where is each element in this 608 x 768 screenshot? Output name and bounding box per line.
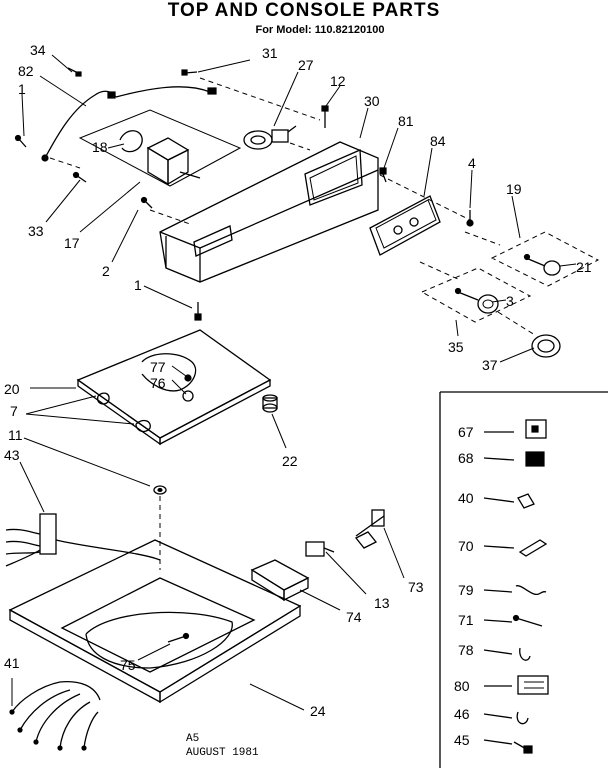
bracket-74 bbox=[250, 559, 310, 602]
callout-3: 3 bbox=[506, 293, 514, 309]
callout-76: 76 bbox=[150, 375, 166, 391]
legend-label-45: 45 bbox=[454, 732, 470, 748]
callout-27: 27 bbox=[298, 57, 314, 73]
screw-31 bbox=[181, 69, 198, 76]
callout-12: 12 bbox=[330, 73, 346, 89]
legend-label-79: 79 bbox=[458, 582, 474, 598]
legend-part-67 bbox=[484, 419, 547, 439]
diagram-title: TOP AND CONSOLE PARTS bbox=[167, 0, 441, 21]
control-plate-84 bbox=[369, 195, 441, 256]
legend-label-71: 71 bbox=[458, 612, 474, 628]
callout-33: 33 bbox=[28, 223, 44, 239]
legend-part-71 bbox=[483, 614, 543, 627]
callout-2: 2 bbox=[102, 263, 110, 279]
callout-21: 21 bbox=[576, 259, 592, 275]
callout-31: 31 bbox=[262, 45, 278, 61]
knob-37 bbox=[531, 334, 561, 358]
callout-84: 84 bbox=[430, 133, 446, 149]
wire-harness-82 bbox=[41, 86, 217, 162]
callout-75: 75 bbox=[120, 657, 136, 673]
screw-1-bottom bbox=[194, 302, 202, 321]
screw-2 bbox=[140, 196, 153, 209]
plug-11 bbox=[153, 485, 167, 570]
screw-34 bbox=[67, 67, 82, 77]
legend-part-79 bbox=[483, 585, 547, 596]
callout-13: 13 bbox=[374, 595, 390, 611]
legend-part-70 bbox=[483, 539, 548, 557]
wire-harness-41 bbox=[9, 680, 101, 751]
callout-7: 7 bbox=[10, 403, 18, 419]
legend-label-70: 70 bbox=[458, 538, 474, 554]
lid-switch-13 bbox=[305, 541, 335, 557]
legend-label-67: 67 bbox=[458, 424, 474, 440]
screw-12 bbox=[321, 105, 329, 128]
screw-1-top bbox=[14, 134, 27, 148]
legend-label-46: 46 bbox=[454, 706, 470, 722]
callout-24: 24 bbox=[310, 703, 326, 719]
callout-43: 43 bbox=[4, 447, 20, 463]
callout-77: 77 bbox=[150, 359, 166, 375]
callout-37: 37 bbox=[482, 357, 498, 373]
callout-1-bottom: 1 bbox=[134, 277, 142, 293]
callout-1-top: 1 bbox=[18, 81, 26, 97]
cabinet-top-24 bbox=[8, 539, 302, 704]
legend-label-80: 80 bbox=[454, 678, 470, 694]
foot-22 bbox=[262, 394, 278, 413]
pressure-switch-27 bbox=[243, 125, 297, 150]
screw-81 bbox=[379, 167, 387, 183]
legend-part-80 bbox=[484, 675, 549, 695]
legend-label-78: 78 bbox=[458, 642, 474, 658]
callout-35: 35 bbox=[448, 339, 464, 355]
top-panel-20 bbox=[76, 329, 272, 446]
callout-19: 19 bbox=[506, 181, 522, 197]
footer-date: AUGUST 1981 bbox=[186, 747, 259, 759]
legend-part-46 bbox=[483, 711, 529, 725]
callout-73: 73 bbox=[408, 579, 424, 595]
model-number: For Model: 110.82120100 bbox=[255, 24, 385, 36]
callout-18: 18 bbox=[92, 139, 108, 155]
callout-34: 34 bbox=[30, 42, 46, 58]
footer-code: A5 bbox=[186, 733, 200, 745]
switch-assembly-19 bbox=[490, 231, 600, 287]
console-panel-30 bbox=[159, 141, 379, 283]
callout-82: 82 bbox=[18, 63, 34, 79]
legend-label-68: 68 bbox=[458, 450, 474, 466]
callout-leaders bbox=[11, 54, 577, 711]
screw-4 bbox=[466, 210, 474, 227]
legend-part-45 bbox=[483, 739, 533, 754]
legend-part-68 bbox=[483, 451, 545, 467]
callout-74: 74 bbox=[346, 609, 362, 625]
callout-41: 41 bbox=[4, 655, 20, 671]
callout-22: 22 bbox=[282, 453, 298, 469]
callout-17: 17 bbox=[64, 235, 80, 251]
callout-11: 11 bbox=[8, 427, 23, 443]
legend-label-40: 40 bbox=[458, 490, 474, 506]
timer-assembly-17 bbox=[78, 109, 242, 187]
wire-harness-43 bbox=[5, 513, 161, 567]
callout-20: 20 bbox=[4, 381, 20, 397]
callout-81: 81 bbox=[398, 113, 414, 129]
actuator-73 bbox=[354, 509, 385, 549]
callout-4: 4 bbox=[468, 155, 476, 171]
screw-33 bbox=[72, 171, 87, 183]
screw-75 bbox=[167, 632, 190, 643]
switch-assembly-35 bbox=[420, 267, 536, 336]
legend-part-78 bbox=[483, 647, 531, 661]
legend-part-40 bbox=[483, 493, 535, 509]
callout-30: 30 bbox=[364, 93, 380, 109]
